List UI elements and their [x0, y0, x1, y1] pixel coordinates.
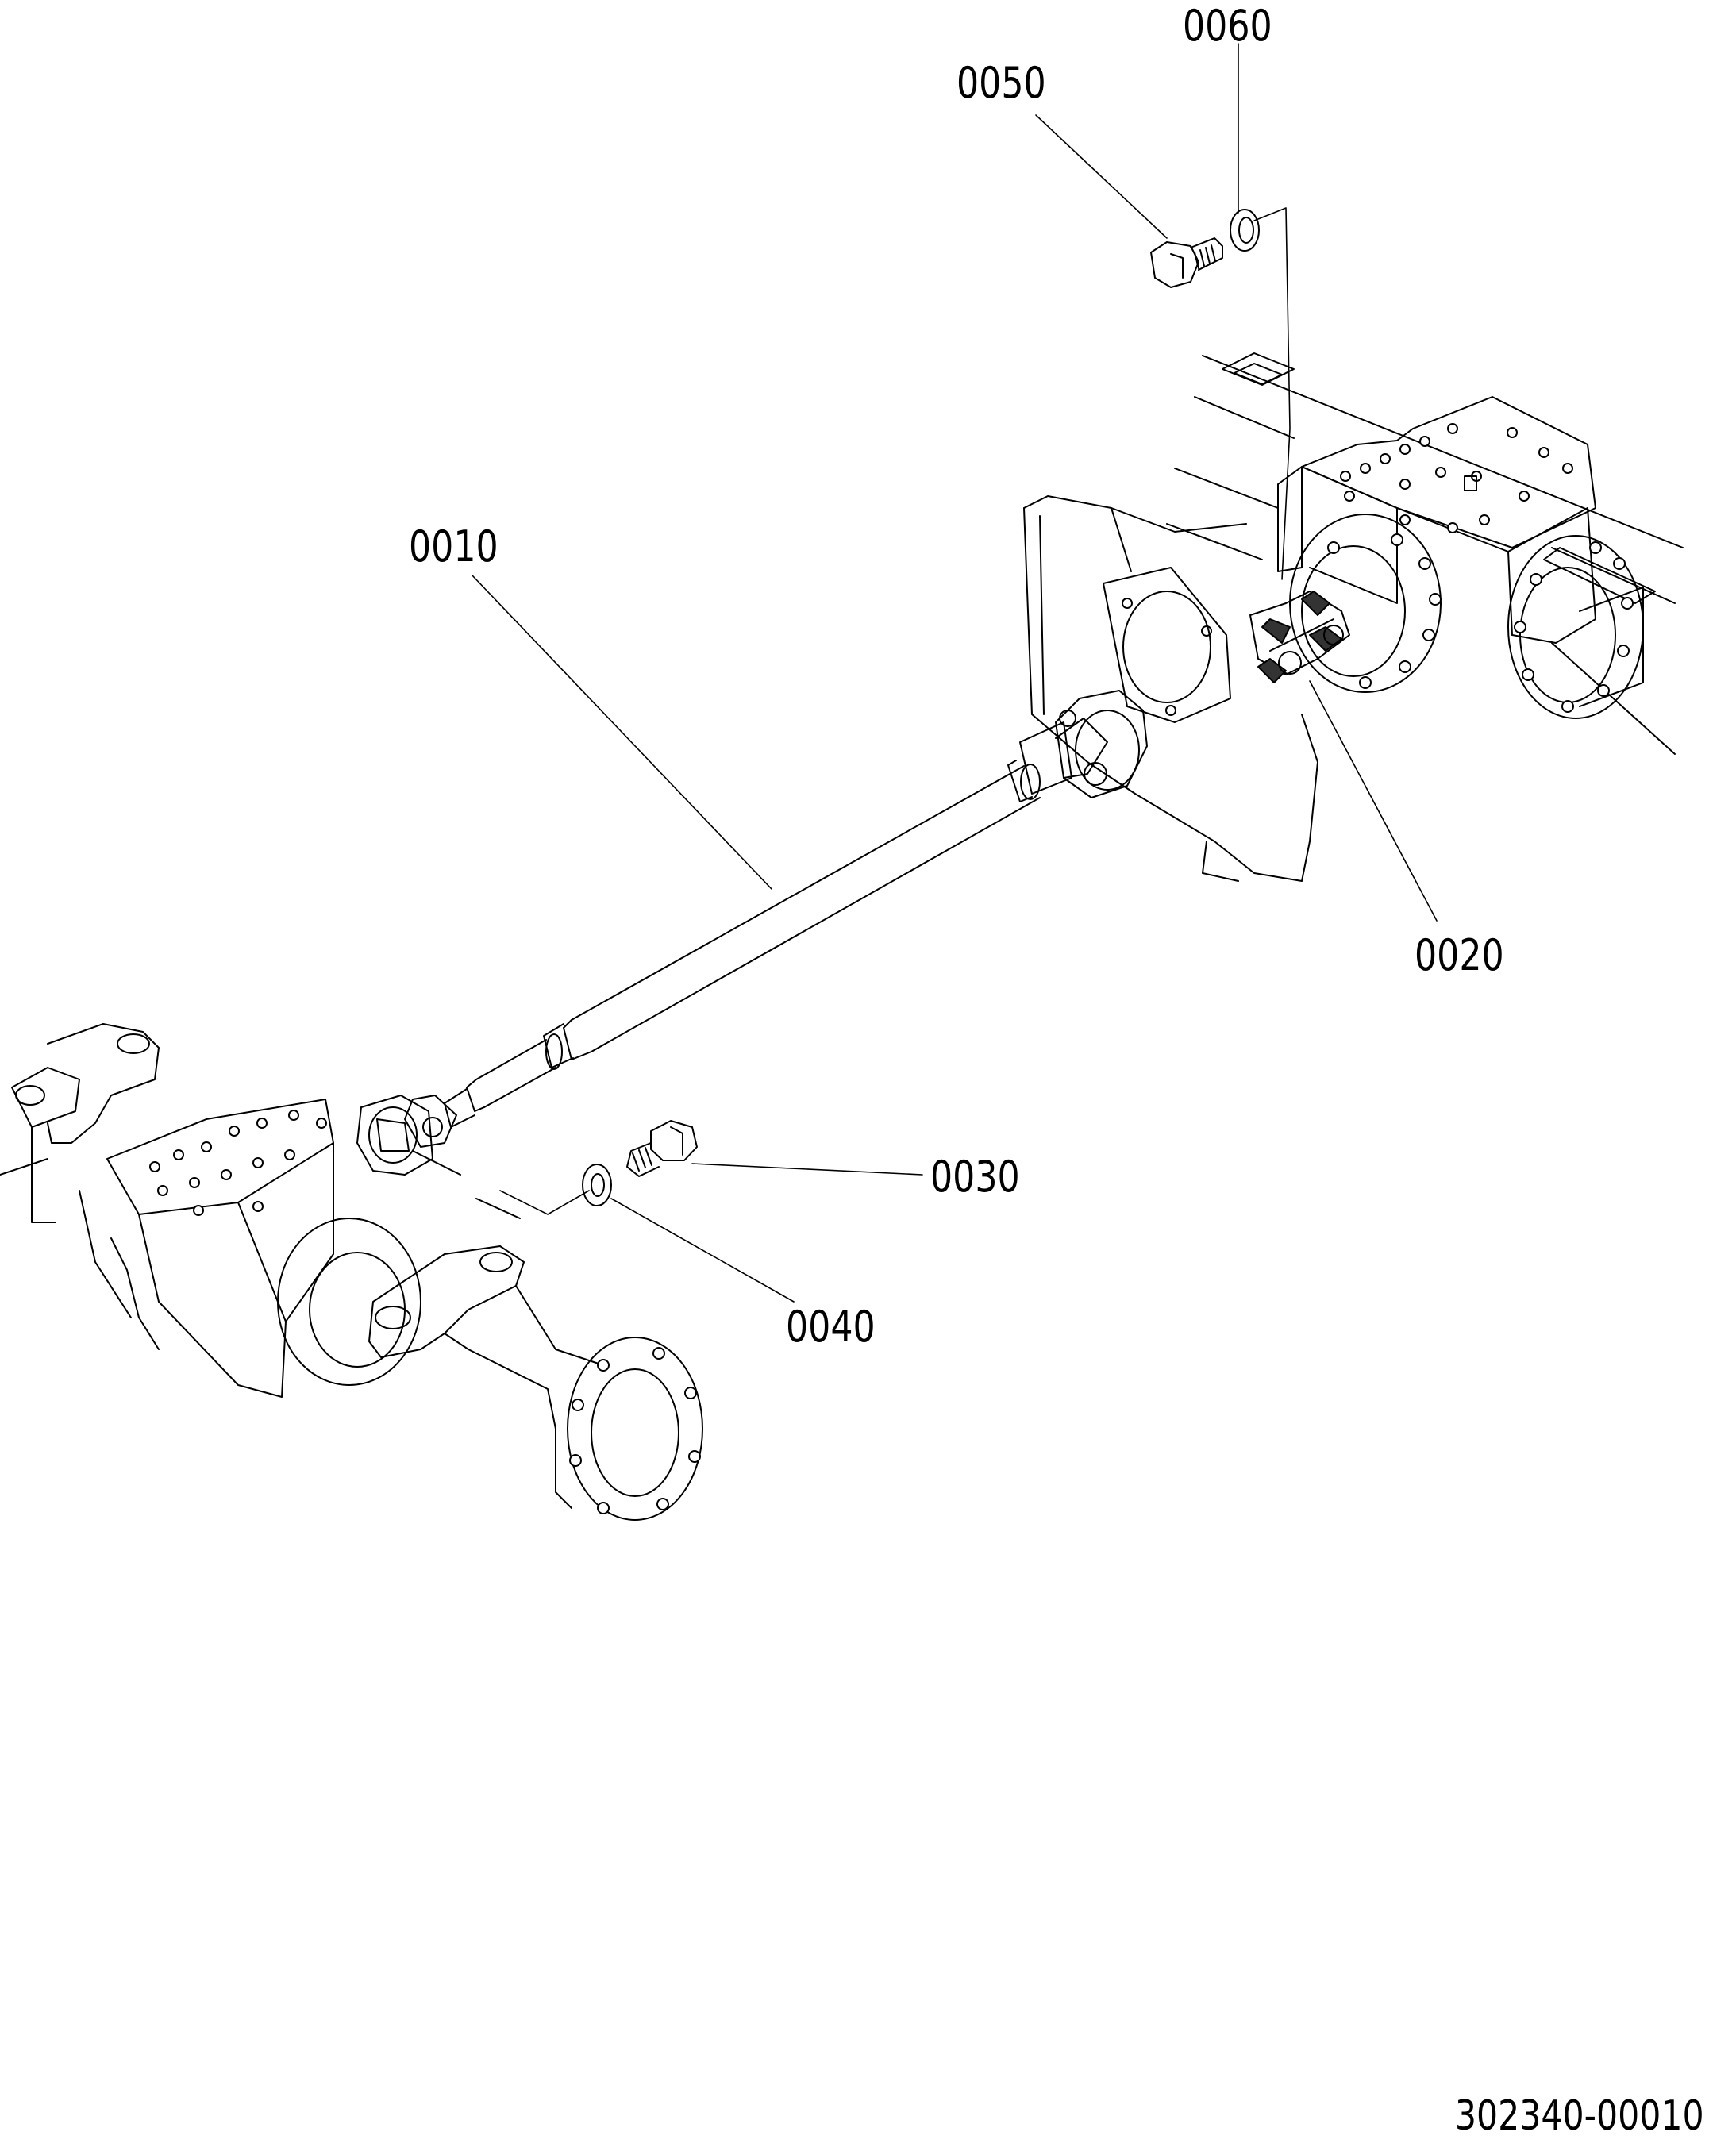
leader-0030 — [692, 1164, 922, 1175]
leader-lines — [472, 44, 1437, 1302]
washer-0040 — [583, 1164, 611, 1206]
callout-0040: 0040 — [786, 1302, 876, 1352]
callout-0030: 0030 — [930, 1152, 1020, 1202]
washer-0060 — [1230, 210, 1259, 251]
leader-0040-bracket — [500, 1191, 589, 1214]
callout-0010: 0010 — [409, 521, 498, 571]
universal-joint-0020 — [1250, 591, 1349, 683]
callout-0060: 0060 — [1183, 1, 1272, 51]
drawing-number: 302340-00010 — [1455, 2092, 1704, 2140]
transmission-housing — [1024, 496, 1318, 881]
left-gearbox-assembly — [0, 1024, 702, 1520]
leader-0040 — [611, 1199, 794, 1302]
propeller-shaft-0010 — [357, 691, 1147, 1175]
callout-0050: 0050 — [957, 58, 1046, 108]
callout-0020: 0020 — [1415, 930, 1504, 980]
leader-0050 — [1036, 115, 1167, 238]
bolt-0030 — [627, 1121, 697, 1176]
leader-0010 — [472, 575, 772, 889]
right-gearbox-assembly — [1167, 353, 1683, 754]
leader-0060-bracket — [1254, 208, 1290, 579]
leader-0020 — [1310, 681, 1437, 921]
bolt-0050 — [1151, 238, 1222, 287]
